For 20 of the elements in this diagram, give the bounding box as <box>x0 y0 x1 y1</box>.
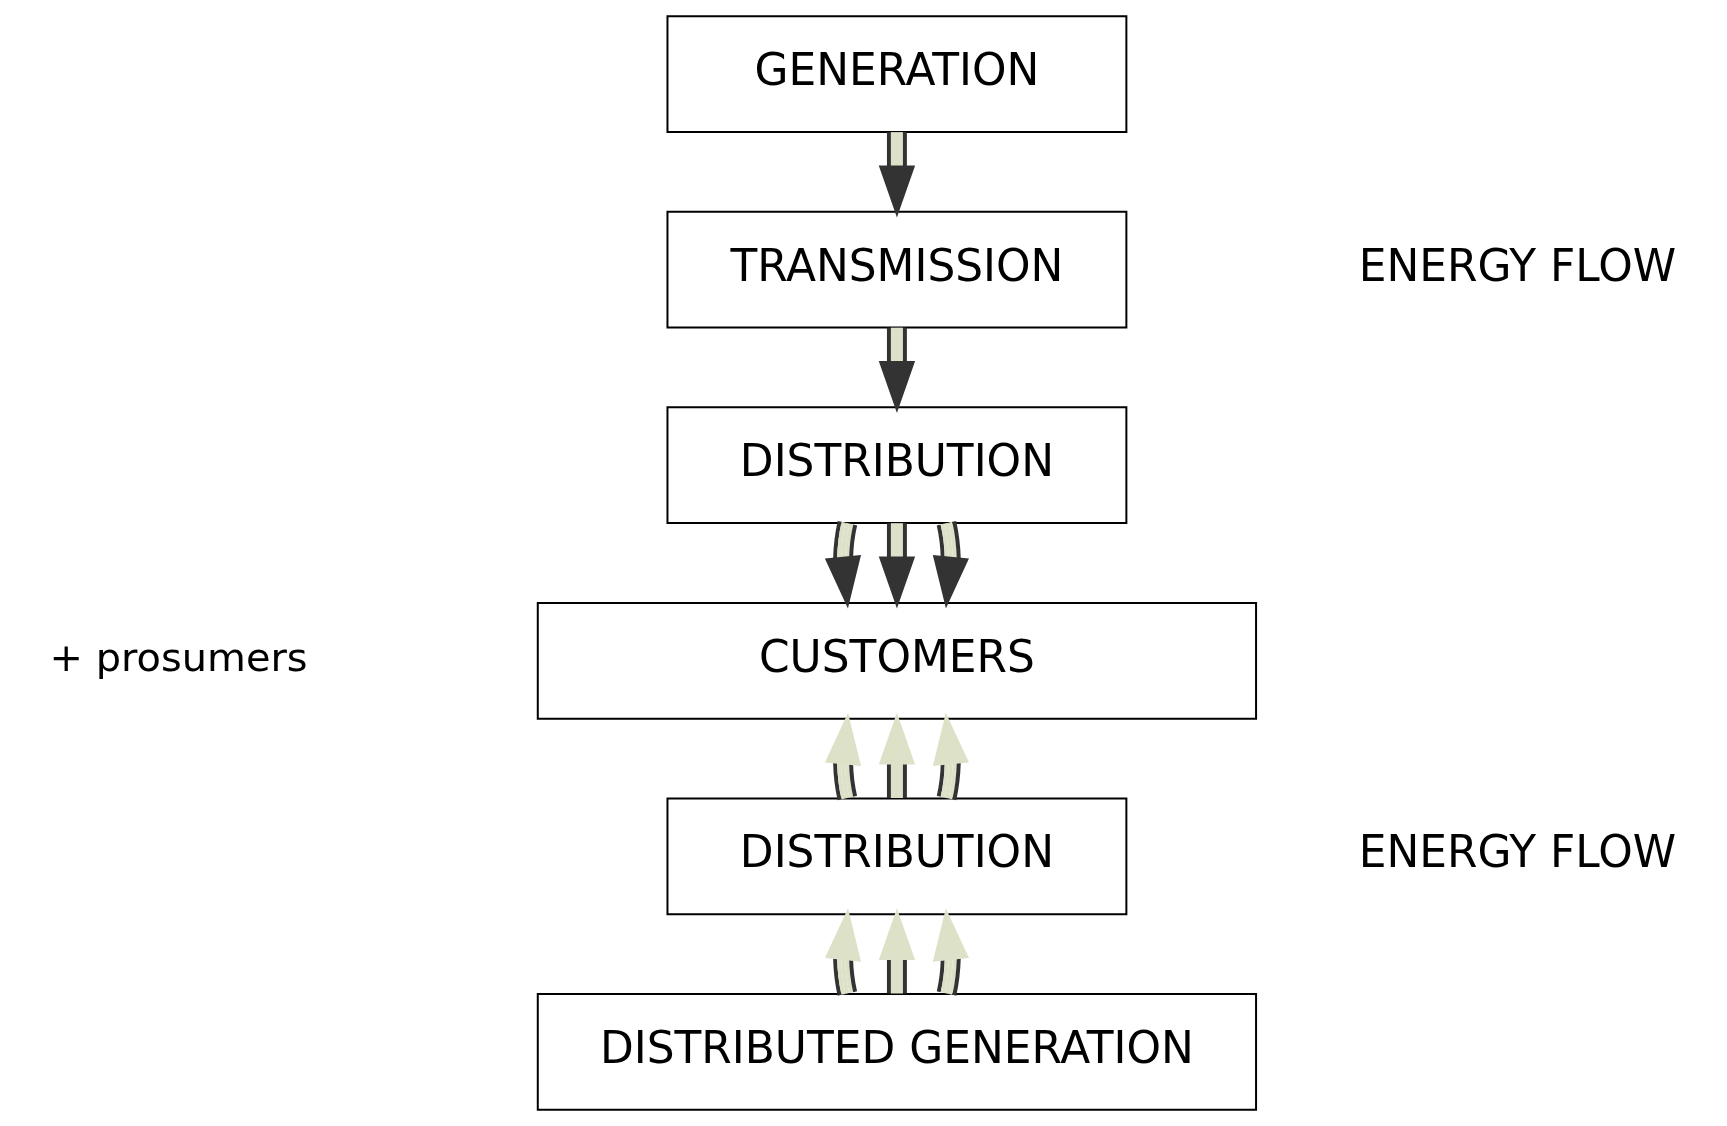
node-box: TRANSMISSION <box>666 210 1128 329</box>
node-box: CUSTOMERS <box>536 601 1258 720</box>
label: ENERGY FLOW <box>1358 826 1677 878</box>
label: + prosumers <box>49 633 308 680</box>
node-box: DISTRIBUTION <box>666 797 1128 916</box>
node-box: DISTRIBUTION <box>666 406 1128 525</box>
label: ENERGY FLOW <box>1358 239 1677 291</box>
arrow <box>878 132 916 218</box>
arrow <box>878 523 916 609</box>
arrow <box>824 908 862 996</box>
arrow <box>878 712 916 798</box>
arrow <box>932 712 969 801</box>
arrow <box>824 520 862 609</box>
arrow <box>824 712 862 801</box>
node-box: GENERATION <box>666 15 1128 134</box>
arrow <box>878 327 916 413</box>
arrow <box>932 520 969 609</box>
arrow <box>878 908 916 994</box>
arrow <box>932 908 969 996</box>
node-box: DISTRIBUTED GENERATION <box>536 992 1258 1111</box>
